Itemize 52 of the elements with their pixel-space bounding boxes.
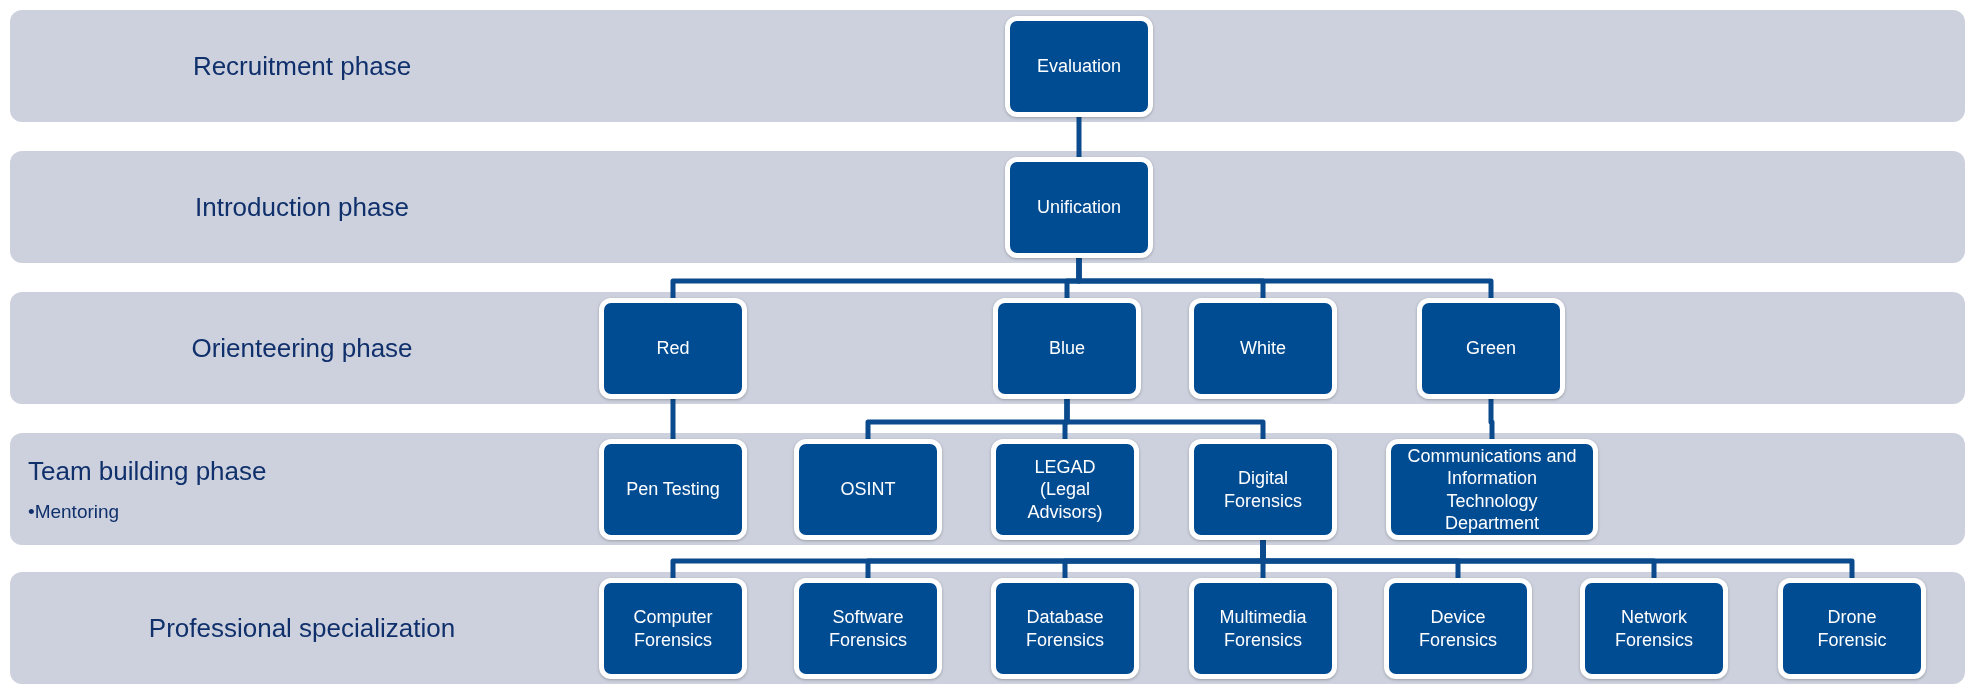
box-label: Computer Forensics [632, 606, 714, 651]
box-label: Evaluation [1035, 55, 1123, 78]
box-label: Digital Forensics [1223, 467, 1303, 512]
phase-band [10, 151, 1965, 263]
org-box [599, 578, 747, 679]
box-label: Device Forensics [1418, 606, 1498, 651]
org-box [599, 298, 747, 399]
org-box [1005, 16, 1153, 117]
org-box [1189, 439, 1337, 540]
org-box [1417, 298, 1565, 399]
box-label: OSINT [839, 478, 897, 501]
org-box [599, 439, 747, 540]
phase-band [10, 433, 1965, 545]
phase-label: Orienteering phase [191, 332, 413, 364]
org-box [1005, 157, 1153, 258]
box-label: Communications and Information Technology Department [1406, 444, 1578, 535]
phase-label: Professional specialization [148, 612, 456, 644]
org-box [794, 578, 942, 679]
phase-label: Team building phase [28, 455, 267, 487]
connector-line [1488, 399, 1495, 439]
box-label: Green [1465, 337, 1517, 360]
phase-band [10, 292, 1965, 404]
phase-band [10, 572, 1965, 684]
box-label: Pen Testing [625, 478, 721, 501]
org-box [991, 439, 1139, 540]
box-label: White [1239, 337, 1287, 360]
org-box [1386, 439, 1598, 540]
org-box [1778, 578, 1926, 679]
org-box [794, 439, 942, 540]
box-label: Software Forensics [828, 606, 908, 651]
org-box [1189, 298, 1337, 399]
connector-line [1076, 117, 1082, 157]
box-label: Red [655, 337, 691, 360]
phase-band [10, 10, 1965, 122]
box-label: Drone Forensic [1816, 606, 1888, 651]
box-label: LEGAD (Legal Advisors) [1026, 455, 1104, 524]
connector-line [1064, 399, 1266, 439]
bullet-item: •Mentoring [28, 500, 120, 523]
phase-label: Introduction phase [195, 191, 409, 223]
org-box [991, 578, 1139, 679]
box-label: Blue [1048, 337, 1086, 360]
box-label: Database Forensics [1025, 606, 1105, 651]
box-label: Unification [1035, 196, 1122, 219]
org-box [1189, 578, 1337, 679]
connector-line [1076, 258, 1494, 298]
org-box [1384, 578, 1532, 679]
box-label: Multimedia Forensics [1218, 606, 1308, 651]
phase-label: Recruitment phase [192, 50, 412, 82]
org-box [1580, 578, 1728, 679]
org-box [993, 298, 1141, 399]
box-label: Network Forensics [1614, 606, 1694, 651]
connector-line [670, 399, 676, 439]
